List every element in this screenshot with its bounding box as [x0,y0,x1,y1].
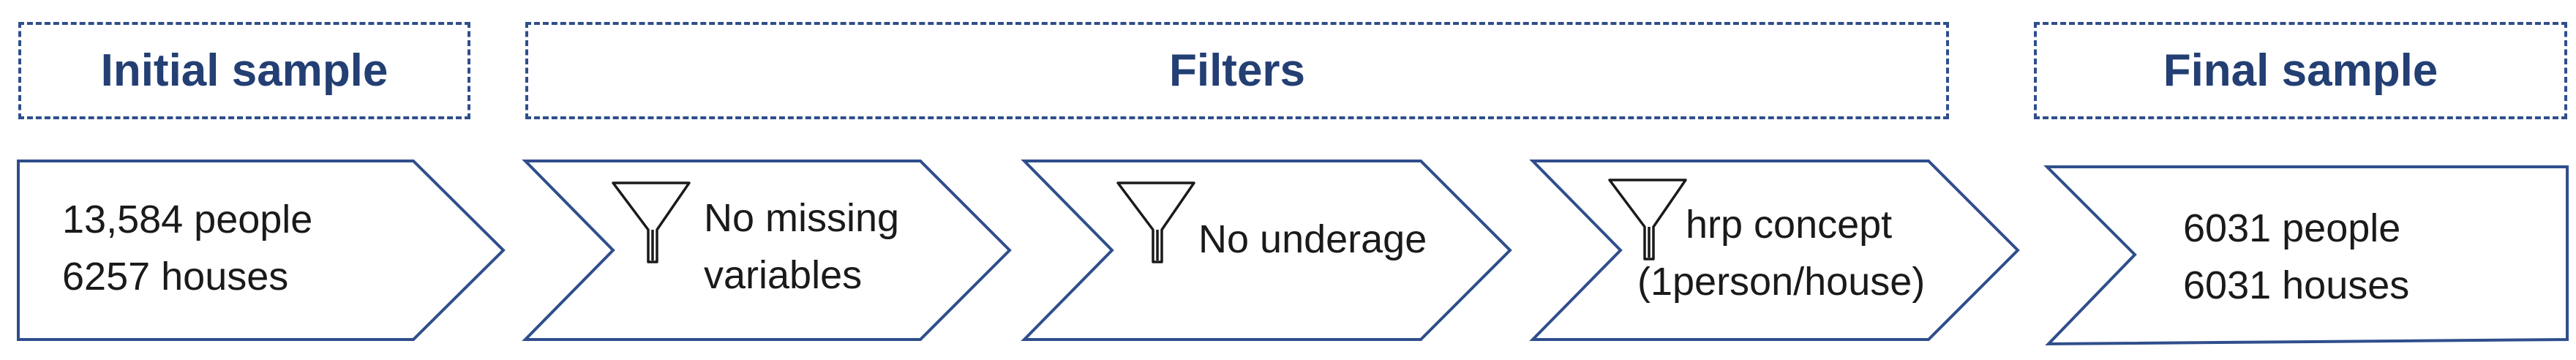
filters-header: Filters [525,22,1949,119]
filter3-line2: (1person/house) [1637,260,1925,304]
initial-houses-count: 6257 houses [62,255,288,299]
filter1-line2: variables [704,253,862,297]
filter-step-hrp-concept [1529,160,2020,341]
filter2-line1: No underage [1198,217,1427,261]
final-sample-step [2043,165,2569,346]
filters-header-label: Filters [1168,45,1306,96]
initial-people-count: 13,584 people [62,198,312,241]
filter3-line1: hrp concept [1686,203,1892,247]
final-people-count: 6031 people [2183,206,2400,250]
final-houses-count: 6031 houses [2183,263,2409,307]
filter1-line1: No missing [704,196,899,240]
final-sample-header: Final sample [2034,22,2567,119]
initial-sample-header-label: Initial sample [100,45,388,96]
initial-sample-header: Initial sample [18,22,470,119]
funnel-icon [1608,179,1687,260]
funnel-icon [1116,181,1195,263]
funnel-icon [612,181,691,263]
final-sample-header-label: Final sample [2163,45,2438,96]
filter-step-no-missing [522,160,1012,341]
initial-sample-step [17,160,506,341]
